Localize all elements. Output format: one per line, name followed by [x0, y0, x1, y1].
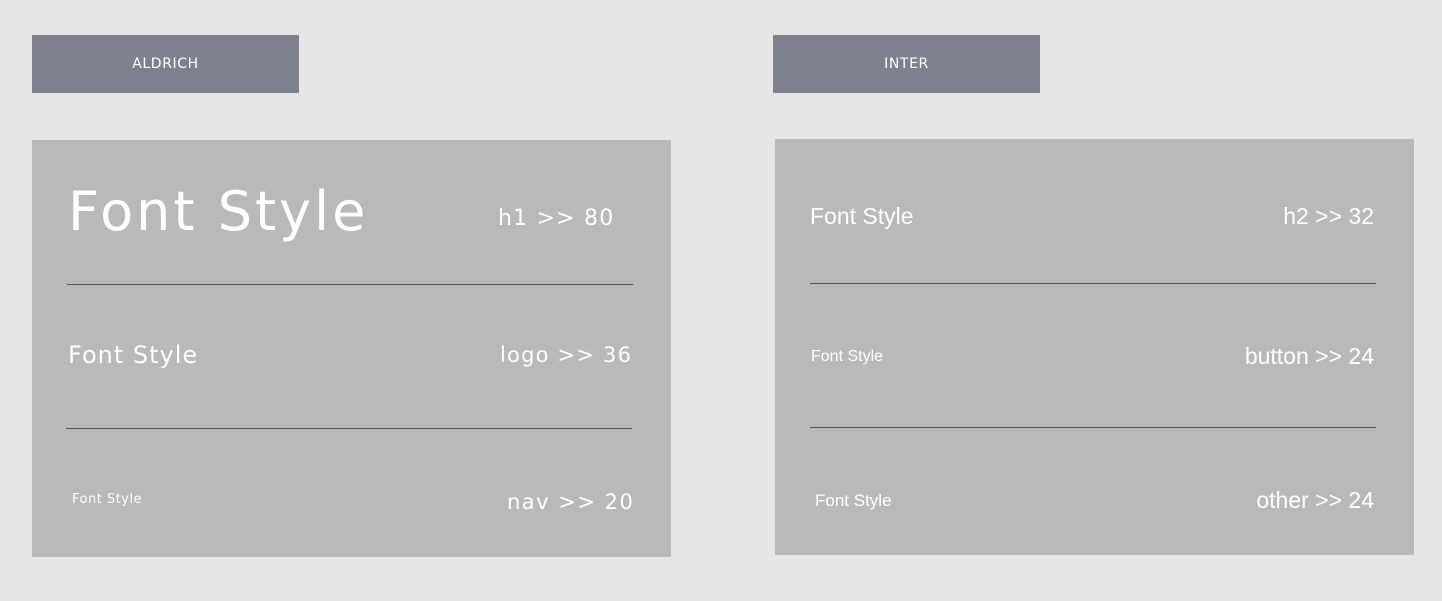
font-label-aldrich-text: ALDRICH — [132, 56, 199, 72]
font-label-aldrich: ALDRICH — [32, 35, 299, 93]
spec-logo: logo >> 36 — [500, 343, 633, 367]
spec-h2: h2 >> 32 — [1283, 203, 1374, 229]
divider-2 — [66, 428, 632, 429]
sample-other: Font Style — [815, 491, 892, 510]
spec-nav: nav >> 20 — [507, 490, 635, 514]
spec-h1: h1 >> 80 — [498, 206, 615, 231]
font-label-inter: INTER — [773, 35, 1040, 93]
sample-button: Font Style — [811, 348, 884, 365]
sample-nav: Font Style — [72, 492, 143, 507]
divider-3 — [810, 283, 1376, 284]
type-scale-card-inter: Font Style h2 >> 32 Font Style button >>… — [775, 139, 1414, 555]
spec-button: button >> 24 — [1244, 343, 1374, 369]
divider-1 — [67, 284, 633, 285]
sample-logo: Font Style — [68, 341, 199, 369]
divider-4 — [810, 427, 1376, 428]
sample-h1: Font Style — [68, 180, 369, 243]
font-label-inter-text: INTER — [884, 56, 929, 72]
type-scale-card-aldrich: Font Style h1 >> 80 Font Style logo >> 3… — [32, 140, 671, 557]
spec-other: other >> 24 — [1256, 487, 1374, 513]
sample-h2: Font Style — [810, 203, 914, 229]
